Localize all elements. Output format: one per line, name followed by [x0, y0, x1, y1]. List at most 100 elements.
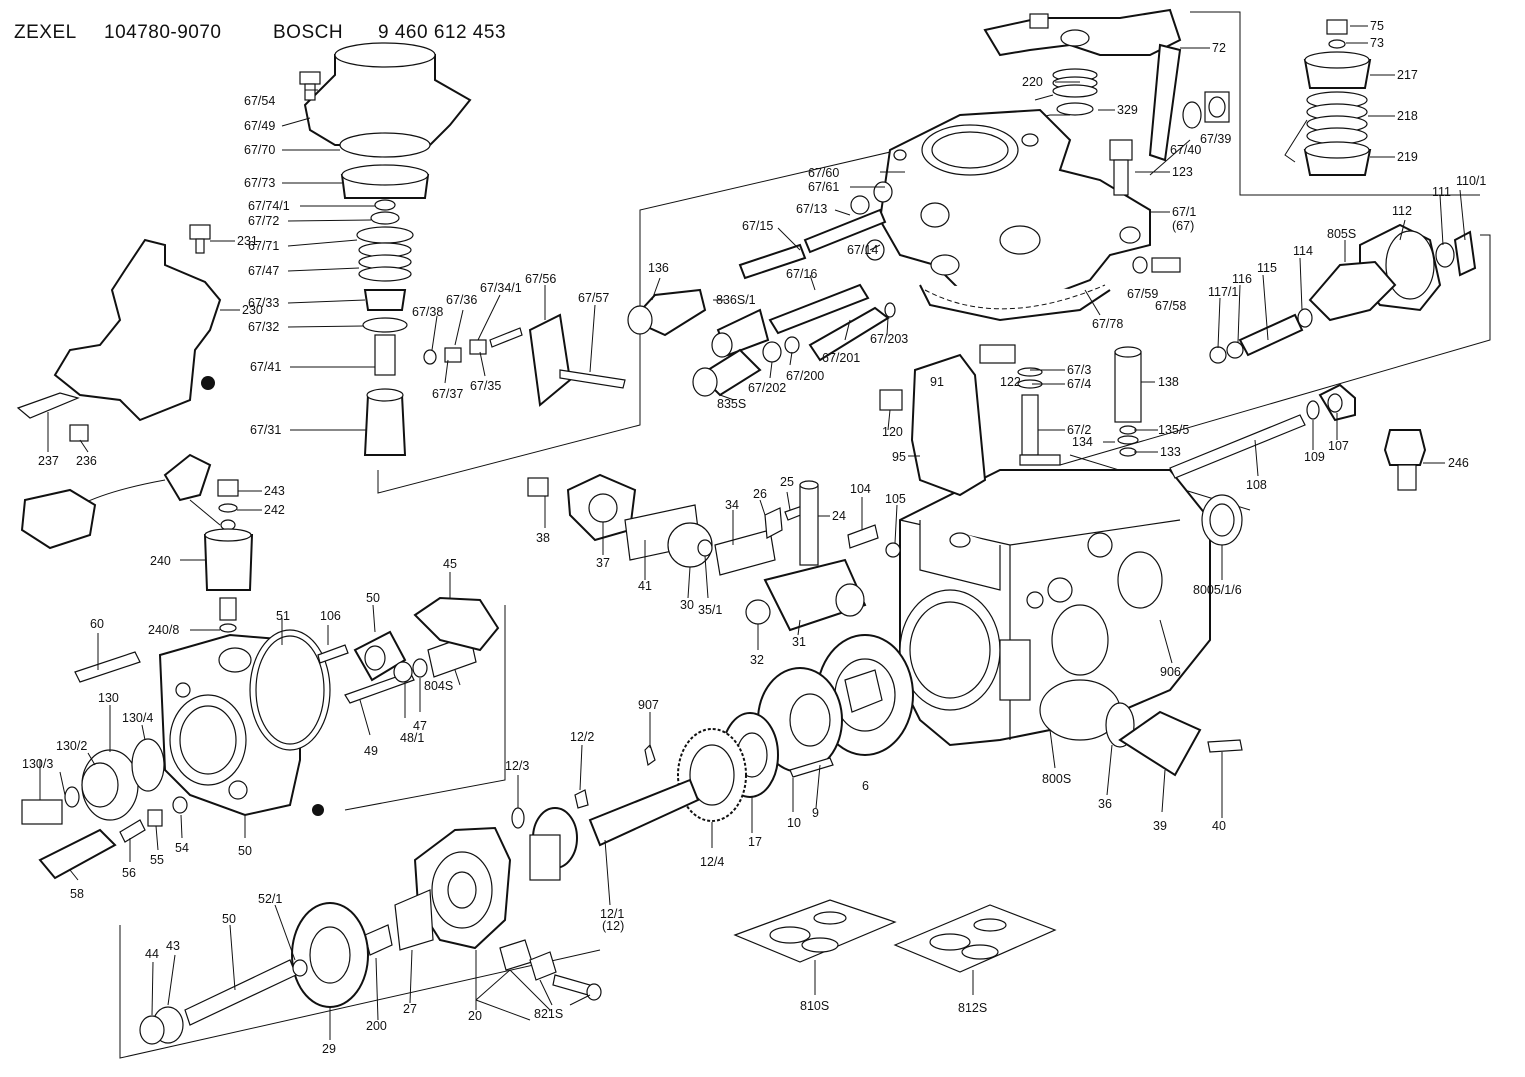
spring-220 — [1034, 68, 1098, 116]
callout-55: 55 — [150, 853, 164, 867]
callout-105: 105 — [885, 492, 906, 506]
callout-67-38: 67/38 — [412, 305, 443, 319]
header-part-bosch: 9 460 612 453 — [378, 22, 507, 43]
valve-130 — [21, 738, 165, 825]
callout-67-13: 67/13 — [796, 202, 827, 216]
callout-329: 329 — [1117, 103, 1138, 117]
callout-67-39: 67/39 — [1200, 132, 1231, 146]
callout-109: 109 — [1304, 450, 1325, 464]
part-835s — [692, 336, 800, 397]
callout-labels: 75737221721821922032967/4067/3912367/606… — [22, 19, 1486, 1056]
callout-138: 138 — [1158, 375, 1179, 389]
callout-67-72: 67/72 — [248, 214, 279, 228]
callout-51: 51 — [276, 609, 290, 623]
callout-67-202: 67/202 — [748, 381, 786, 395]
callout-120: 120 — [882, 425, 903, 439]
callout-25: 25 — [780, 475, 794, 489]
screw-67-58 — [1132, 256, 1181, 274]
header-brand-zexel: ZEXEL — [14, 22, 77, 43]
small-parts-67-34 — [423, 313, 626, 407]
callout-9: 9 — [812, 806, 819, 820]
callout-30: 30 — [680, 598, 694, 612]
callout-12: (12) — [602, 919, 624, 933]
callout-123: 123 — [1172, 165, 1193, 179]
callout-67-61: 67/61 — [808, 180, 839, 194]
leader-lines — [39, 25, 1466, 1040]
callout-67-59: 67/59 — [1127, 287, 1158, 301]
callout-130-4: 130/4 — [122, 711, 153, 725]
column-parts-67 — [340, 164, 430, 456]
timer-parts — [527, 473, 901, 632]
callout-67-58: 67/58 — [1155, 299, 1186, 313]
callout-218: 218 — [1397, 109, 1418, 123]
governor-cover — [878, 108, 1151, 322]
callout-117-1: 117/1 — [1208, 285, 1238, 299]
gasket-kit-812s — [893, 904, 1057, 973]
callout-44: 44 — [145, 947, 159, 961]
cover-39 — [1105, 702, 1243, 777]
header-part-zexel: 104780-9070 — [104, 22, 222, 43]
lever-805s — [1297, 260, 1397, 328]
callout-12-3: 12/3 — [505, 759, 529, 773]
callout-67-54: 67/54 — [244, 94, 275, 108]
callout-67-71: 67/71 — [248, 239, 279, 253]
callout-67-41: 67/41 — [250, 360, 281, 374]
callout-50c: 50 — [222, 912, 236, 926]
callout-67-201: 67/201 — [822, 351, 860, 365]
callout-8005-1-6: 8005/1/6 — [1193, 583, 1242, 597]
callout-26: 26 — [753, 487, 767, 501]
callout-45: 45 — [443, 557, 457, 571]
callout-804s: 804S — [424, 679, 453, 693]
callout-106: 106 — [320, 609, 341, 623]
bracket-230 — [16, 224, 222, 442]
callout-220: 220 — [1022, 75, 1043, 89]
callout-67-60: 67/60 — [808, 166, 839, 180]
callout-67-40: 67/40 — [1170, 143, 1201, 157]
callout-24: 24 — [832, 509, 846, 523]
callout-37: 37 — [596, 556, 610, 570]
callout-67-2: 67/2 — [1067, 423, 1091, 437]
callout-135-5: 135/5 — [1158, 423, 1189, 437]
callout-115: 115 — [1257, 261, 1277, 275]
end-plate-housing — [158, 629, 331, 817]
callout-41: 41 — [638, 579, 652, 593]
callout-67-34-1: 67/34/1 — [480, 281, 522, 295]
callout-73: 73 — [1370, 36, 1384, 50]
callout-67-49: 67/49 — [244, 119, 275, 133]
callout-231: 231 — [237, 234, 258, 248]
callout-104: 104 — [850, 482, 871, 496]
callout-122: 122 — [1000, 375, 1021, 389]
fitting-58 — [38, 796, 188, 880]
callout-130-2: 130/2 — [56, 739, 87, 753]
callout-240-8: 240/8 — [148, 623, 179, 637]
callout-67-78: 67/78 — [1092, 317, 1123, 331]
shaft-50 — [184, 959, 308, 1026]
gasket-kit-810s — [733, 899, 897, 963]
callout-36: 36 — [1098, 797, 1112, 811]
plate-6 — [816, 634, 914, 756]
callout-810s: 810S — [800, 999, 829, 1013]
callout-230: 230 — [242, 303, 263, 317]
callout-836s-1: 836S/1 — [716, 293, 756, 307]
header-brand-bosch: BOSCH — [273, 22, 344, 43]
callout-67-31: 67/31 — [250, 423, 281, 437]
callout-67-36: 67/36 — [446, 293, 477, 307]
callout-821s: 821S — [534, 1007, 563, 1021]
callout-67-1: 67/1 — [1172, 205, 1196, 219]
callout-217: 217 — [1397, 68, 1418, 82]
bolt-60 — [74, 651, 141, 683]
spring-cap-assembly — [1284, 19, 1372, 176]
gear-12-4 — [677, 728, 747, 822]
callout-110-1: 110/1 — [1456, 174, 1486, 188]
callout-58: 58 — [70, 887, 84, 901]
solenoid-240 — [203, 519, 254, 633]
callout-67-56: 67/56 — [525, 272, 556, 286]
callout-67-4: 67/4 — [1067, 377, 1091, 391]
callout-112: 112 — [1392, 204, 1412, 218]
spring-200 — [364, 924, 393, 956]
callout-67-35: 67/35 — [470, 379, 501, 393]
callout-91: 91 — [930, 375, 944, 389]
callout-240: 240 — [150, 554, 171, 568]
callout-32: 32 — [750, 653, 764, 667]
